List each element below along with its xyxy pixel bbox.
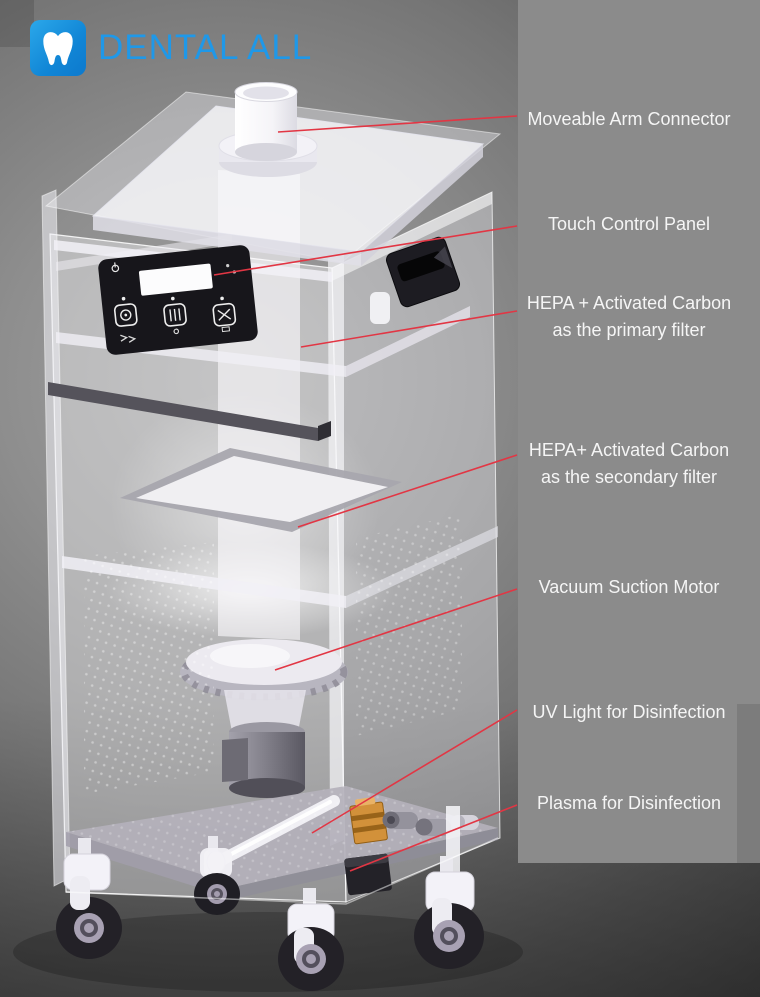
tooth-icon	[43, 32, 73, 66]
leader-lines	[213, 115, 518, 872]
leader-line-secondary-filter	[297, 454, 518, 528]
callout-vacuum-motor: Vacuum Suction Motor	[518, 574, 740, 601]
arm-connector-cylinder	[218, 82, 318, 177]
callout-text: UV Light for Disinfection	[532, 702, 726, 722]
leader-line-arm-connector	[277, 115, 518, 133]
callout-text: HEPA+ Activated Carbon	[528, 440, 730, 460]
callout-text: HEPA + Activated Carbon	[526, 293, 732, 313]
lid	[44, 91, 502, 266]
leader-line-uv-light	[311, 709, 518, 834]
logo-square	[30, 20, 86, 76]
callout-text: Plasma for Disinfection	[536, 793, 722, 813]
fan-speed-button-icon	[113, 303, 138, 327]
secondary-filter-tray	[120, 448, 402, 532]
caster-rear	[194, 836, 240, 915]
vacuum-suction-motor	[180, 639, 348, 798]
leader-line-vacuum-motor	[274, 588, 518, 671]
caster-front-left	[56, 838, 122, 959]
brand-logo: DENTAL ALL	[30, 20, 312, 76]
callout-plasma: Plasma for Disinfection	[518, 790, 740, 817]
callout-text: Vacuum Suction Motor	[538, 577, 720, 597]
caster-front-right	[414, 856, 484, 969]
leader-line-primary-filter	[300, 310, 518, 348]
corner-shade	[0, 0, 34, 47]
callout-uv-light: UV Light for Disinfection	[518, 699, 740, 726]
callout-text: as the primary filter	[552, 320, 706, 340]
side-handle	[385, 236, 461, 308]
filter-button-icon	[163, 303, 187, 327]
callout-text: Moveable Arm Connector	[527, 109, 731, 129]
perforation-left	[84, 542, 214, 794]
bottom-black-box	[344, 853, 392, 896]
touch-control-panel	[98, 245, 258, 355]
callout-primary-filter: HEPA + Activated Carbon as the primary f…	[518, 290, 740, 344]
uv-button-icon	[212, 302, 237, 327]
leader-line-control-panel	[213, 225, 518, 276]
control-display	[138, 263, 213, 296]
base-tray	[66, 786, 498, 900]
callout-text: Touch Control Panel	[547, 214, 711, 234]
label-band-dark-strip	[737, 704, 760, 863]
label-band	[518, 0, 760, 863]
callout-text: as the secondary filter	[540, 467, 718, 487]
leader-line-plasma	[349, 804, 518, 872]
callout-moveable-arm-connector: Moveable Arm Connector	[518, 106, 740, 133]
machine-shadow	[13, 912, 523, 992]
brand-name: DENTAL ALL	[98, 28, 313, 67]
caster-front-center	[278, 888, 344, 991]
callout-secondary-filter: HEPA+ Activated Carbon as the secondary …	[518, 437, 740, 491]
primary-filter-bar	[48, 382, 331, 441]
callout-touch-control-panel: Touch Control Panel	[518, 211, 740, 238]
